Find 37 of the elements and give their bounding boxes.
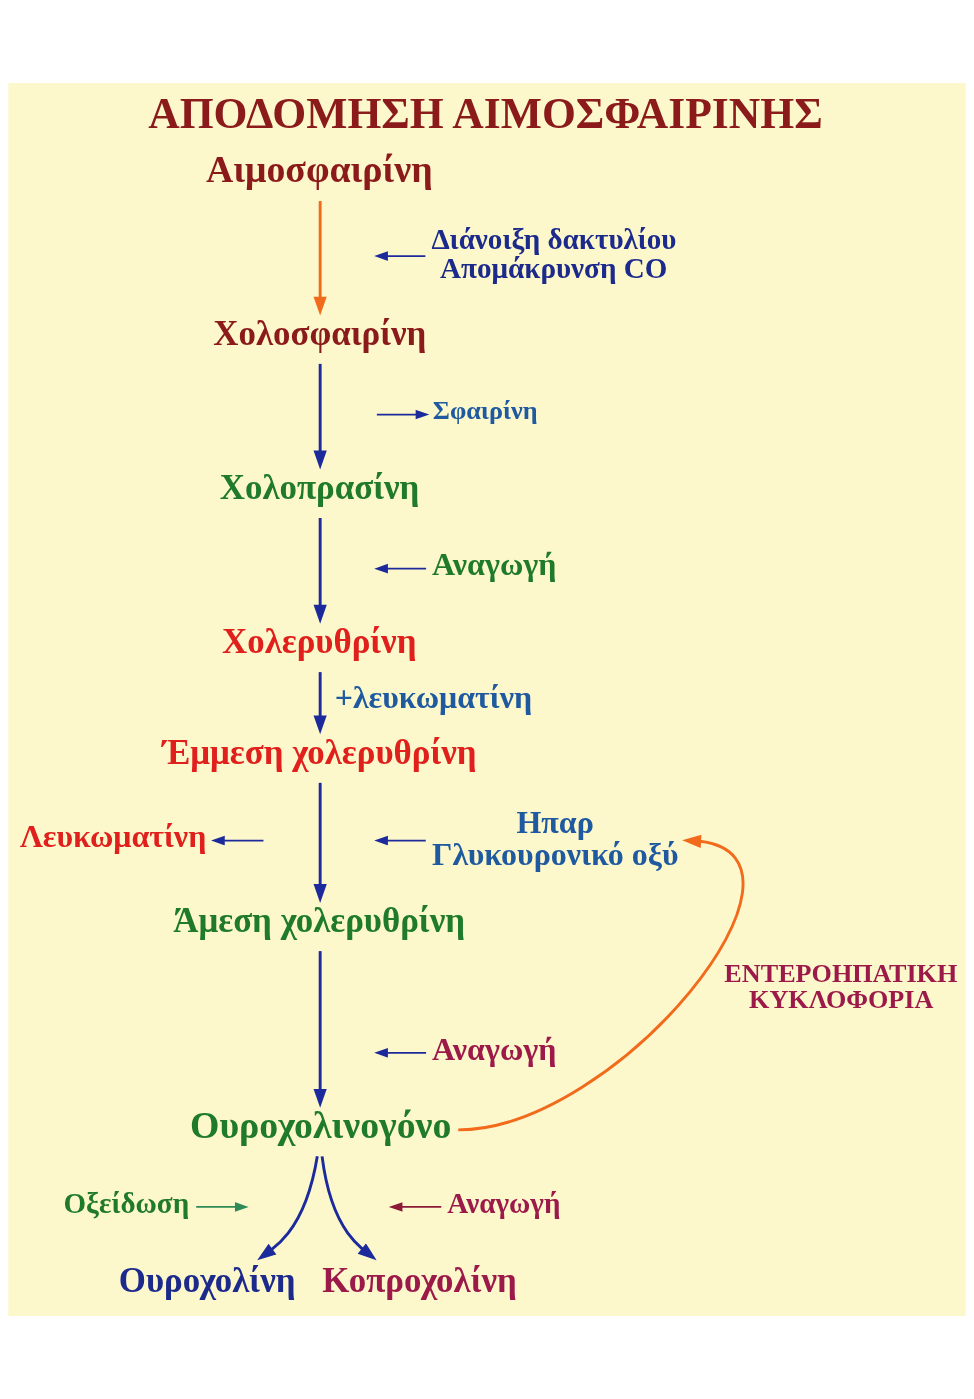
arrow (320, 1156, 377, 1261)
arrow (313, 518, 327, 624)
node-text: Σφαιρίνη (432, 396, 538, 426)
node-text: Κοπροχολίνη (322, 1260, 517, 1300)
node-text: Ουροχολίνη (118, 1260, 296, 1300)
node-text: Αναγωγή (432, 547, 557, 583)
diagram-title: ΑΠΟΔΟΜΗΣΗ ΑΙΜΟΣΦΑΙΡΙΝΗΣ (148, 89, 823, 138)
node-text: Αναγωγή (447, 1186, 561, 1219)
node-text: Οξείδωση (63, 1186, 190, 1219)
edge-label: ΕΝΤΕΡΟΗΠΑΤΙΚΗ ΚΥΚΛΟΦΟΡΙΑ (724, 959, 958, 1015)
node-text: Έμμεση χολερυθρίνη (162, 732, 477, 772)
arrow (313, 201, 327, 316)
node-text: Αιμοσφαιρίνη (206, 148, 433, 191)
arrow (211, 835, 265, 846)
node-text: Διάνοιξη δακτυλίου Απομάκρυνση CO (431, 222, 677, 284)
node-text: Ηπαρ Γλυκουρονικό οξύ (432, 804, 679, 872)
arrow (374, 1048, 427, 1058)
node-text: Αναγωγή (432, 1031, 557, 1067)
arrow (195, 1202, 249, 1212)
edge-label: +λευκωματίνη (334, 679, 533, 715)
node-text: Χολοσφαιρίνη (213, 314, 427, 354)
arrow (257, 1155, 319, 1261)
arrow (388, 1202, 443, 1212)
arrow (313, 363, 327, 470)
node-text: Άμεση χολερυθρίνη (173, 901, 466, 941)
node-text: Ουροχολινογόνο (190, 1103, 452, 1146)
arrow (313, 672, 327, 735)
node-text: Χολερυθρίνη (222, 622, 417, 662)
arrow (374, 251, 427, 261)
arrow (374, 563, 427, 574)
arrow (313, 951, 327, 1108)
arrow (458, 834, 744, 1132)
node-text: Χολοπρασίνη (219, 468, 420, 508)
arrow (313, 782, 327, 903)
node-text: Λευκωματίνη (19, 819, 207, 855)
arrow (376, 409, 430, 420)
arrow (374, 835, 427, 846)
